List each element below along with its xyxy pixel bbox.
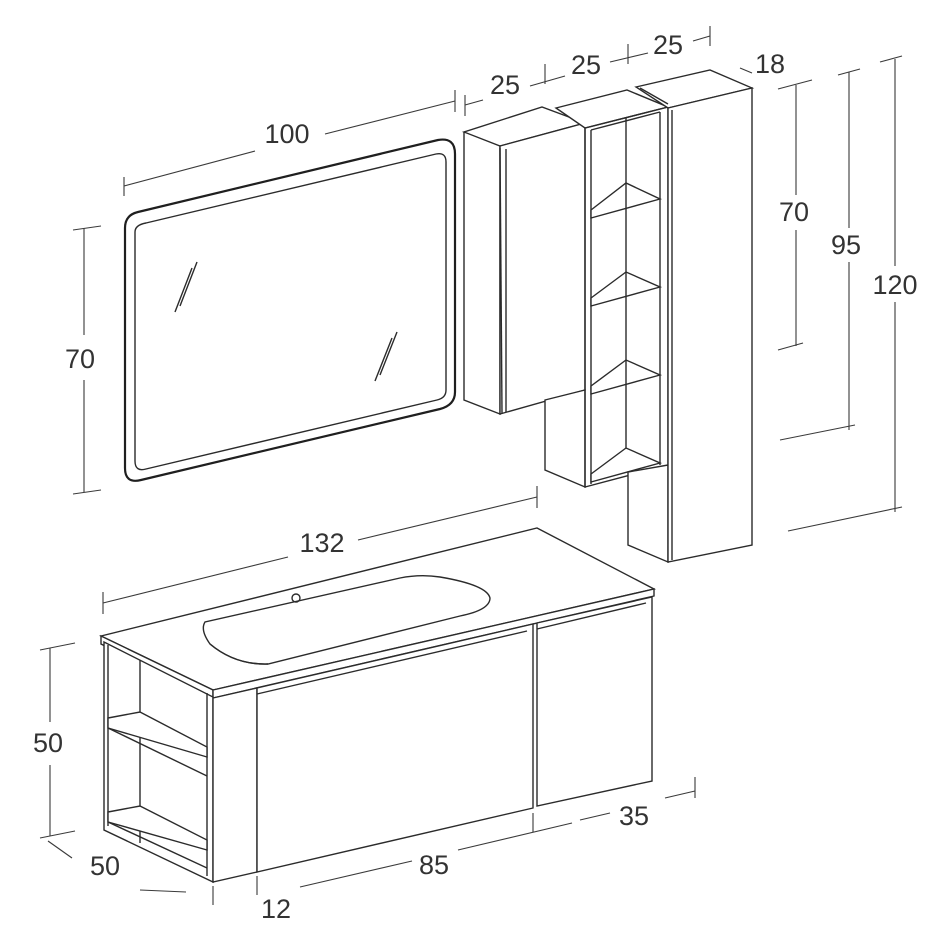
base-width-dimension: 132: [102, 486, 538, 614]
mirror-width-dimension: 100: [123, 90, 456, 196]
mirror-width-label: 100: [264, 119, 309, 149]
base-bottom-dimensions: 12 85 35: [212, 777, 696, 924]
base-depth-dimension: 50: [47, 840, 187, 893]
wall-unit-1-width-label: 25: [490, 70, 520, 100]
wall-cabinet: [461, 106, 588, 416]
base-height-label: 50: [33, 728, 63, 758]
door-width-label: 35: [619, 801, 649, 831]
column-depth-label: 18: [755, 49, 785, 79]
wall-unit-2-width-label: 25: [571, 50, 601, 80]
base-width-label: 132: [299, 528, 344, 558]
tall-column: [627, 69, 755, 564]
height-70-label: 70: [779, 197, 809, 227]
wall-unit-3-width-label: 25: [653, 30, 683, 60]
mirror-height-dimension: 70: [65, 225, 102, 495]
height-120-label: 120: [872, 270, 917, 300]
open-shelf-width-label: 12: [261, 894, 291, 924]
mirror: [123, 138, 457, 482]
height-95-label: 95: [831, 230, 861, 260]
base-height-dimension: 50: [33, 642, 76, 839]
base-unit: [98, 527, 657, 884]
mirror-height-label: 70: [65, 344, 95, 374]
wall-units-height-dimensions: 70 95 120: [777, 55, 918, 532]
drawer-width-label: 85: [419, 850, 449, 880]
base-depth-label: 50: [90, 851, 120, 881]
wall-units-width-dimensions: 25 25 25 18: [464, 26, 785, 116]
